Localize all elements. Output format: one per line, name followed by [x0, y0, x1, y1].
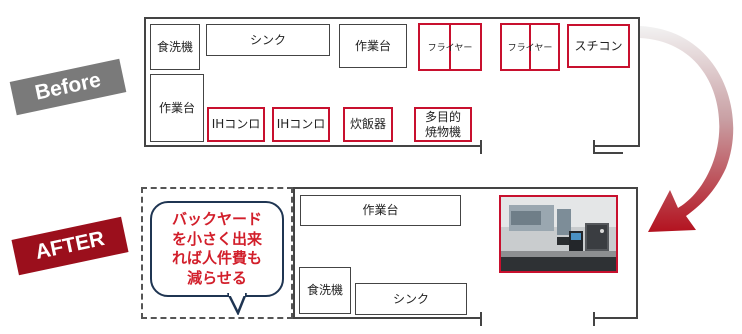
before-rice-cooker: 炊飯器: [343, 107, 393, 142]
before-dishwasher-label: 食洗機: [156, 39, 193, 54]
before-ih-stove-2: IHコンロ: [272, 107, 330, 142]
callout-line-2: を小さく出来: [171, 229, 262, 248]
before-door-line: [593, 152, 623, 154]
before-steam-convection-label: スチコン: [574, 38, 623, 53]
before-ih-stove-1: IHコンロ: [207, 107, 265, 142]
before-label: Before: [9, 58, 127, 116]
after-removed-backyard-area: [141, 187, 293, 319]
callout-line-4: 減らせる: [187, 268, 247, 287]
before-multi-cooker-label-1: 多目的: [424, 109, 461, 124]
after-worktable-label: 作業台: [362, 203, 399, 217]
before-doorway: [480, 144, 595, 149]
after-door-tick-right: [593, 312, 595, 326]
before-fryer-2-label: フライヤー: [507, 43, 553, 54]
after-sink-label: シンク: [392, 291, 429, 306]
fryer-divider: [529, 25, 531, 69]
after-sink: シンク: [355, 283, 467, 315]
before-worktable-left-label: 作業台: [158, 100, 195, 115]
before-label-text: Before: [32, 68, 103, 105]
before-fryer-1-label: フライヤー: [427, 43, 473, 54]
combi-oven-photo: [499, 195, 618, 273]
after-label: AFTER: [11, 216, 129, 276]
before-sink: シンク: [206, 24, 330, 56]
after-door-tick-left: [480, 312, 482, 326]
callout-line-1: バックヤード: [171, 210, 262, 228]
before-sink-label: シンク: [249, 32, 286, 47]
after-doorway: [480, 316, 595, 321]
before-dishwasher: 食洗機: [150, 24, 200, 70]
before-rice-cooker-label: 炊飯器: [349, 117, 386, 131]
before-ih-stove-1-label: IHコンロ: [211, 117, 261, 131]
combi-oven-photo-drawing: [501, 197, 616, 271]
before-fryer-1: フライヤー: [418, 23, 482, 71]
before-worktable-top-label: 作業台: [354, 38, 391, 53]
callout-bubble: バックヤード を小さく出来 れば人件費も 減らせる: [150, 201, 284, 297]
before-door-tick-left: [480, 140, 482, 154]
before-worktable-left: 作業台: [150, 74, 204, 142]
before-ih-stove-2-label: IHコンロ: [276, 117, 326, 131]
before-door-tick-right: [593, 140, 595, 154]
after-dishwasher-label: 食洗機: [306, 283, 343, 297]
callout-line-3: れば人件費も: [171, 249, 262, 267]
curved-arrow-icon: [640, 26, 734, 232]
after-worktable: 作業台: [300, 195, 461, 226]
before-multi-cooker-label-2: 焼物機: [424, 124, 461, 139]
before-multi-cooker: 多目的 焼物機: [414, 107, 472, 142]
before-fryer-2: フライヤー: [500, 23, 560, 71]
before-steam-convection: スチコン: [567, 24, 630, 68]
after-dishwasher: 食洗機: [299, 267, 351, 314]
after-label-text: AFTER: [33, 226, 107, 265]
before-worktable-top: 作業台: [339, 24, 407, 68]
callout-tail: [226, 293, 248, 315]
fryer-divider: [449, 25, 451, 69]
